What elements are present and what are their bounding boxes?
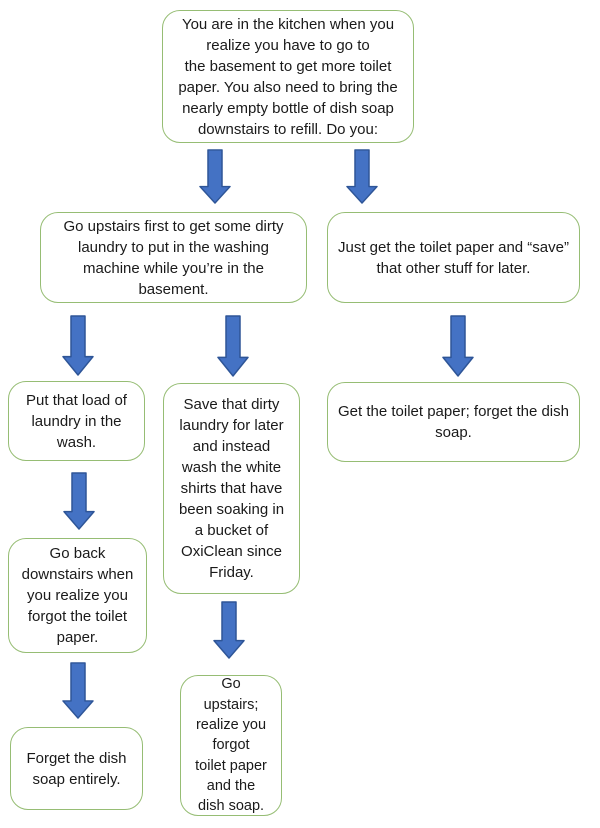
- node-go-upstairs-forgot-both: Go upstairs; realize you forgot toilet p…: [180, 675, 282, 816]
- arrow-down-icon: [62, 315, 94, 376]
- node-go-back-downstairs: Go back downstairs when you realize you …: [8, 538, 147, 653]
- node-wash-white-shirts: Save that dirty laundry for later and in…: [163, 383, 300, 594]
- arrow-down-icon: [346, 149, 378, 204]
- node-just-toilet-paper: Just get the toilet paper and “save” tha…: [327, 212, 580, 303]
- node-laundry-first: Go upstairs first to get some dirty laun…: [40, 212, 307, 303]
- node-get-tp-forget-soap: Get the toilet paper; forget the dish so…: [327, 382, 580, 462]
- arrow-down-icon: [62, 662, 94, 719]
- node-start: You are in the kitchen when you realize …: [162, 10, 414, 143]
- node-forget-dish-soap: Forget the dish soap entirely.: [10, 727, 143, 810]
- arrow-down-icon: [63, 472, 95, 530]
- arrow-down-icon: [213, 601, 245, 659]
- node-put-load-in-wash: Put that load of laundry in the wash.: [8, 381, 145, 461]
- arrow-down-icon: [217, 315, 249, 377]
- arrow-down-icon: [199, 149, 231, 204]
- arrow-down-icon: [442, 315, 474, 377]
